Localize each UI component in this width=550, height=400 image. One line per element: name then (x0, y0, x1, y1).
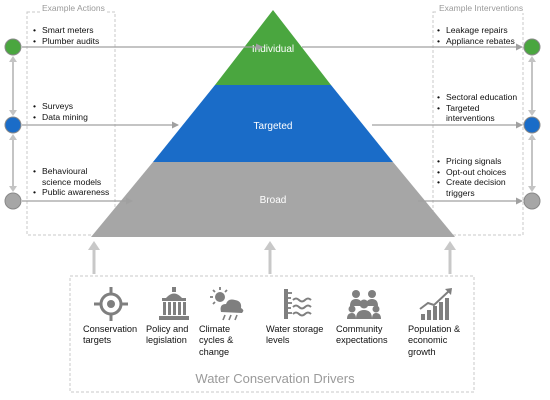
tier-label-broad: Broad (260, 195, 287, 206)
list-item: Leakage repairs (437, 25, 527, 36)
interventions-individual-list: Leakage repairs Appliance rebates (437, 25, 527, 46)
vertical-arrowheads (9, 56, 536, 192)
drivers-panel (69, 275, 475, 393)
individual-circle-right (523, 38, 541, 56)
weather-icon (210, 287, 244, 321)
growth-chart-icon (419, 288, 452, 320)
driver-water-storage: Water storage levels (266, 286, 336, 347)
list-item: Data mining (33, 112, 117, 123)
list-item: Behavioural science models (33, 166, 115, 187)
tier-label-individual: Individual (252, 44, 294, 55)
broad-circle-right (523, 192, 541, 210)
list-item: Public awareness (33, 187, 115, 198)
driver-community: Community expectations (336, 286, 406, 347)
individual-circle-left (4, 38, 22, 56)
driver-label: Conservation targets (83, 324, 138, 346)
list-item: Appliance rebates (437, 36, 527, 47)
example-actions-panel (26, 11, 116, 236)
pyramid-tier-targeted (153, 85, 393, 162)
water-level-icon (284, 289, 312, 319)
list-item: Plumber audits (33, 36, 117, 47)
driver-policy-legislation: Policy and legislation (146, 286, 216, 347)
broad-circle-left (4, 192, 22, 210)
actions-panel-title: Example Actions (40, 3, 107, 13)
driver-label: Population & economic growth (408, 324, 461, 357)
tier-label-targeted: Targeted (254, 121, 293, 132)
list-item: Surveys (33, 101, 117, 112)
targeted-circle-right (523, 116, 541, 134)
pyramid-tier-broad (91, 162, 455, 237)
list-item: Smart meters (33, 25, 117, 36)
list-item: Create decision triggers (437, 177, 517, 198)
drivers-title: Water Conservation Drivers (195, 371, 355, 386)
pyramid-tier-individual (215, 10, 331, 85)
government-building-icon (159, 287, 189, 320)
actions-targeted-list: Surveys Data mining (33, 101, 117, 122)
driver-conservation-targets: Conservation targets (83, 286, 153, 347)
interventions-targeted-list: Sectoral education Targeted intervention… (437, 92, 527, 124)
list-item: Targeted interventions (437, 103, 527, 124)
people-group-icon (347, 290, 381, 319)
driver-up-arrowheads (88, 241, 456, 250)
driver-label: Climate cycles & change (199, 324, 234, 357)
driver-population-growth: Population & economic growth (408, 286, 478, 358)
list-item: Opt-out choices (437, 167, 517, 178)
driver-label: Water storage levels (266, 324, 324, 346)
interventions-panel-title: Example Interventions (437, 3, 526, 13)
list-item: Pricing signals (437, 156, 517, 167)
list-item: Sectoral education (437, 92, 527, 103)
target-icon (94, 287, 128, 321)
targeted-circle-left (4, 116, 22, 134)
interventions-broad-list: Pricing signals Opt-out choices Create d… (437, 156, 517, 198)
driver-label: Community expectations (336, 324, 388, 346)
driver-climate: Climate cycles & change (199, 286, 269, 358)
driver-label: Policy and legislation (146, 324, 189, 346)
driver-up-arrows (92, 248, 452, 274)
actions-broad-list: Behavioural science models Public awaren… (33, 166, 115, 198)
actions-individual-list: Smart meters Plumber audits (33, 25, 117, 46)
